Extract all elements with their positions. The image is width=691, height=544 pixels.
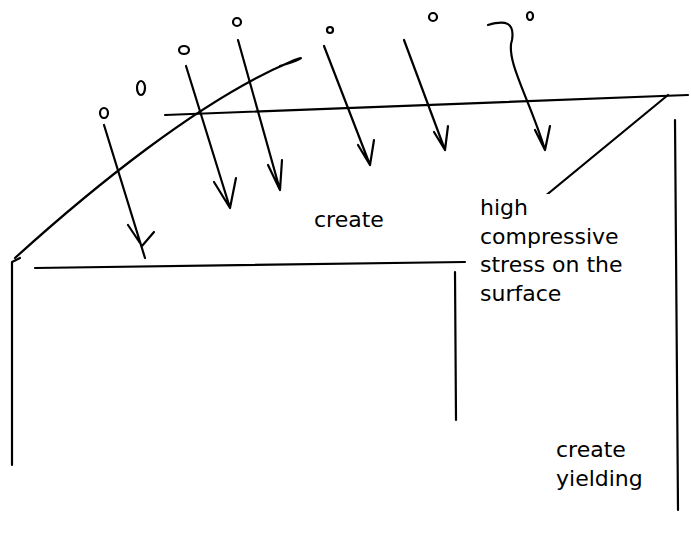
annotation-text: high compressive stress on the surface [478, 194, 654, 308]
block-front-right-edge [455, 272, 456, 420]
annotation-text: create yielding [554, 436, 670, 493]
block-side-edge [675, 120, 678, 510]
block-left-edge [12, 258, 20, 465]
annotation-text: create [312, 206, 386, 235]
block-front-edge [35, 262, 465, 268]
block-top-left-edge [15, 58, 301, 258]
shot-balls [100, 12, 533, 118]
